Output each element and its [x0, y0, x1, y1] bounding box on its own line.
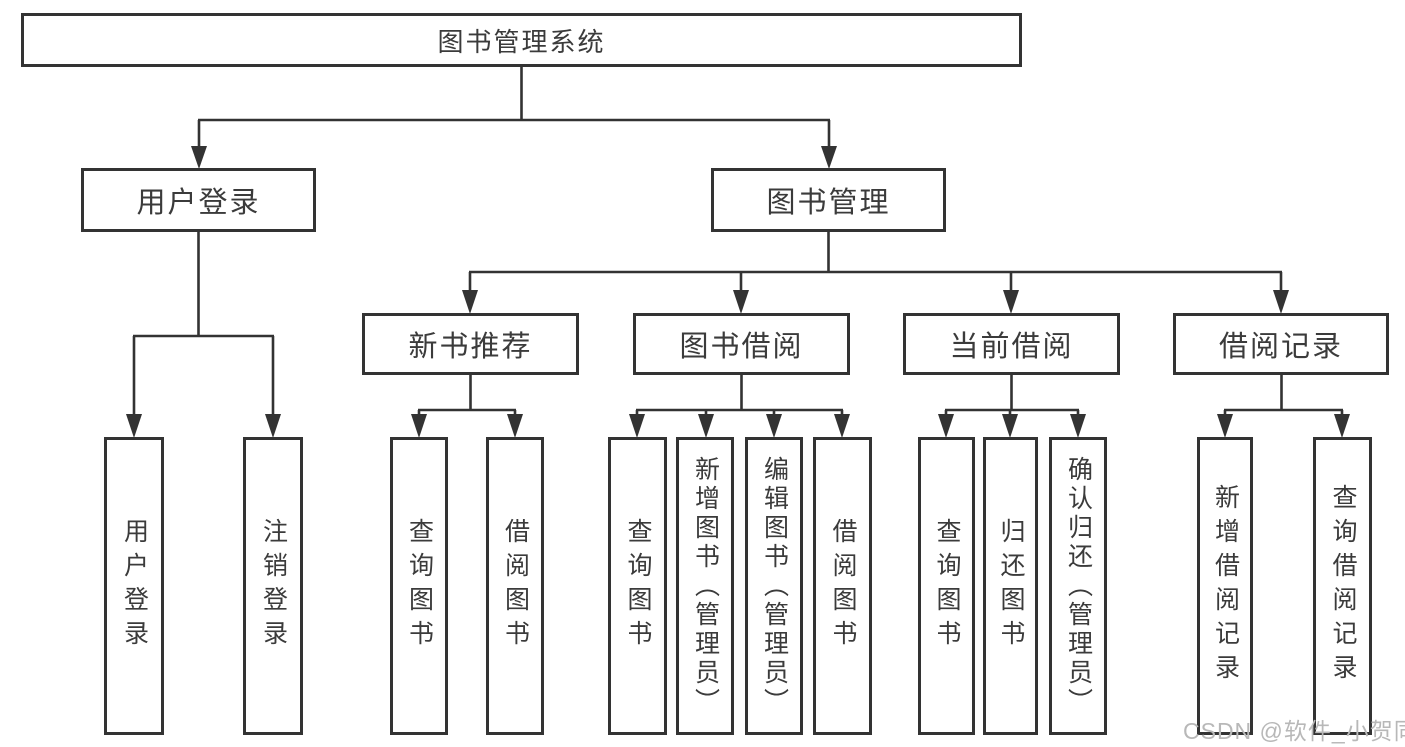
connector-bookmgmt-to-level3: [468, 232, 1283, 292]
node-root-label: 图书管理系统: [437, 26, 606, 57]
arrowhead: [191, 146, 207, 169]
arrowhead: [1070, 414, 1086, 438]
node-user-login-label: 用户登录: [136, 187, 261, 219]
node-borrow-records-label: 借阅记录: [1218, 331, 1343, 363]
leaf-rec-add-record: 新增借阅记录: [1197, 437, 1253, 735]
arrowhead: [1002, 414, 1018, 438]
arrowhead: [821, 146, 837, 169]
connector-borrow-to-leaves: [635, 375, 844, 416]
arrowhead: [834, 414, 850, 438]
node-book-mgmt: 图书管理: [711, 168, 946, 232]
connector-userlogin-to-leaves: [132, 232, 275, 416]
node-borrow-records: 借阅记录: [1173, 313, 1389, 375]
leaf-bb-query-books: 查询图书: [608, 437, 667, 735]
leaf-nb-query-books: 查询图书: [390, 437, 448, 735]
connector-current-to-leaves: [944, 375, 1080, 416]
leaf-cb-query-books: 查询图书: [918, 437, 975, 735]
arrowhead: [938, 414, 954, 438]
arrowhead: [733, 290, 749, 314]
node-book-mgmt-label: 图书管理: [766, 187, 891, 219]
connector-records-to-leaves: [1223, 375, 1344, 416]
arrowhead: [1003, 290, 1019, 314]
node-current-borrow-label: 当前借阅: [949, 331, 1074, 363]
arrowhead: [698, 414, 714, 438]
arrowhead: [265, 414, 281, 438]
leaf-cb-confirm-return-admin: 确认归还（管理员）: [1049, 437, 1107, 735]
leaf-bb-borrow-books: 借阅图书: [813, 437, 872, 735]
leaf-logout: 注销登录: [243, 437, 303, 735]
arrowhead: [507, 414, 523, 438]
leaf-bb-edit-books-admin: 编辑图书（管理员）: [745, 437, 803, 735]
leaf-cb-return-books: 归还图书: [983, 437, 1038, 735]
arrowhead: [411, 414, 427, 438]
leaf-rec-query-record: 查询借阅记录: [1313, 437, 1372, 735]
node-current-borrow: 当前借阅: [903, 313, 1120, 375]
arrowhead: [1334, 414, 1350, 438]
node-new-book-rec-label: 新书推荐: [408, 331, 533, 363]
node-new-book-rec: 新书推荐: [362, 313, 579, 375]
leaf-user-login: 用户登录: [104, 437, 164, 735]
node-root: 图书管理系统: [21, 13, 1022, 67]
arrowhead: [462, 290, 478, 314]
node-book-borrow: 图书借阅: [633, 313, 850, 375]
connector-newbook-to-leaves: [417, 375, 517, 416]
arrowhead: [766, 414, 782, 438]
arrowhead: [126, 414, 142, 438]
leaf-nb-borrow-books: 借阅图书: [486, 437, 544, 735]
arrowhead: [1273, 290, 1289, 314]
node-user-login: 用户登录: [81, 168, 316, 232]
csdn-watermark: CSDN @软件_小贺同学: [1183, 718, 1405, 744]
node-book-borrow-label: 图书借阅: [679, 331, 804, 363]
connector-root-to-level2: [197, 67, 831, 148]
leaf-bb-add-books-admin: 新增图书（管理员）: [676, 437, 734, 735]
arrowhead: [629, 414, 645, 438]
arrowhead: [1217, 414, 1233, 438]
